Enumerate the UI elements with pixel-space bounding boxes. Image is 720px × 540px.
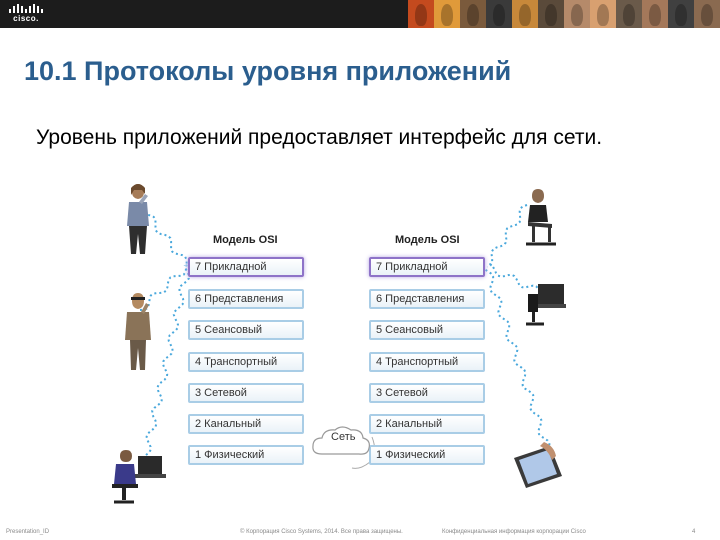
left-layer-2: 2 Канальный [188, 414, 304, 434]
right-layer-4: 4 Транспортный [369, 352, 485, 372]
left-layer-3: 3 Сетевой [188, 383, 304, 403]
right-layer-3: 3 Сетевой [369, 383, 485, 403]
footer-confidential: Конфиденциальная информация корпорации C… [442, 529, 586, 535]
people-photo-strip [408, 0, 720, 28]
left-layer-5: 5 Сеансовый [188, 320, 304, 340]
face-photo [694, 0, 720, 28]
face-photo [512, 0, 538, 28]
tablet-device-icon [514, 442, 562, 488]
woman-phone-icon [127, 184, 149, 254]
slide-subtitle: Уровень приложений предоставляет интерфе… [36, 126, 603, 149]
woman-sitting-icon [526, 189, 556, 246]
top-banner: cisco. [0, 0, 720, 28]
face-photo [642, 0, 668, 28]
face-photo [460, 0, 486, 28]
right-layer-5: 5 Сеансовый [369, 320, 485, 340]
network-label: Сеть [331, 431, 356, 443]
signal-wave [486, 262, 541, 293]
face-photo [434, 0, 460, 28]
face-photo [538, 0, 564, 28]
workstation-icon [526, 284, 566, 326]
man-phone-icon [125, 293, 151, 370]
left-layer-6: 6 Представления [188, 289, 304, 309]
signal-wave [139, 205, 188, 268]
cisco-logo-text: cisco. [13, 14, 39, 23]
face-photo [486, 0, 512, 28]
face-photo [408, 0, 434, 28]
right-osi-title: Модель OSI [395, 234, 460, 246]
left-osi-title: Модель OSI [213, 234, 278, 246]
left-layer-4: 4 Транспортный [188, 352, 304, 372]
face-photo [564, 0, 590, 28]
left-layer-7: 7 Прикладной [188, 257, 304, 277]
network-cloud-icon [312, 426, 370, 455]
right-layer-6: 6 Представления [369, 289, 485, 309]
footer-page-number: 4 [692, 529, 696, 535]
footer-copyright: © Корпорация Cisco Systems, 2014. Все пр… [240, 529, 403, 535]
face-photo [668, 0, 694, 28]
right-layer-1: 1 Физический [369, 445, 485, 465]
user-at-computer-icon [112, 450, 166, 504]
right-layer-7: 7 Прикладной [369, 257, 485, 277]
slide-title: 10.1 Протоколы уровня приложений [24, 56, 512, 86]
right-layer-2: 2 Канальный [369, 414, 485, 434]
signal-wave [486, 204, 528, 268]
face-photo [616, 0, 642, 28]
cisco-logo: cisco. [8, 4, 44, 24]
face-photo [590, 0, 616, 28]
left-layer-1: 1 Физический [188, 445, 304, 465]
cisco-logo-bars-icon [8, 4, 44, 13]
footer-presentation-id: Presentation_ID [6, 529, 50, 535]
